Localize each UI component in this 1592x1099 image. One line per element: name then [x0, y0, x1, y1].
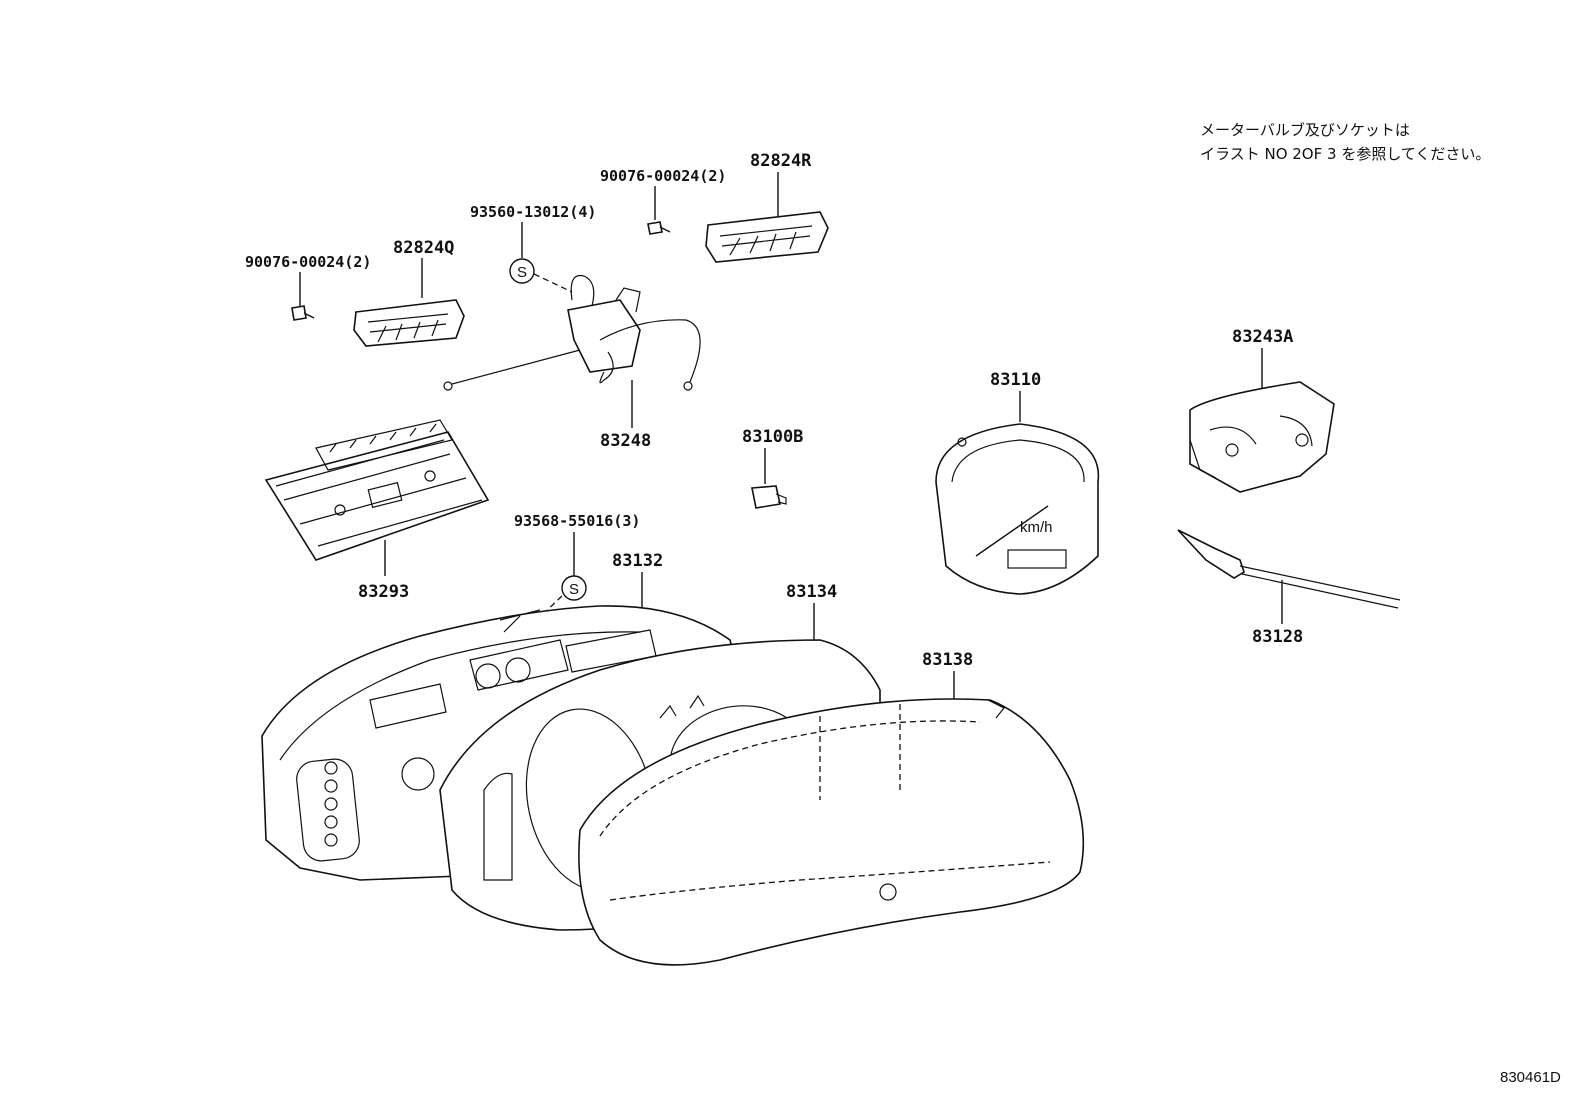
callout-83243A[interactable]: 83243A	[1232, 327, 1293, 347]
part-83138-glass[interactable]	[578, 698, 1085, 966]
callout-83100B[interactable]: 83100B	[742, 427, 803, 447]
part-83248[interactable]	[443, 274, 701, 391]
part-83110-speedometer[interactable]: km/h	[935, 423, 1100, 595]
part-83293[interactable]	[264, 419, 490, 561]
callout-82824R[interactable]: 82824R	[750, 151, 812, 171]
callout-93568[interactable]: 93568-55016(3)	[514, 512, 640, 530]
callout-90076-top[interactable]: 90076-00024(2)	[600, 167, 726, 185]
reference-code: 830461D	[1500, 1069, 1561, 1086]
gauge-unit: km/h	[1020, 519, 1053, 536]
callout-83138[interactable]: 83138	[922, 650, 973, 670]
part-83243A-gauge[interactable]	[1189, 381, 1335, 493]
part-82824Q[interactable]	[353, 299, 465, 347]
callout-83248[interactable]: 83248	[600, 431, 651, 451]
part-82824R[interactable]	[705, 211, 829, 263]
callout-83110[interactable]: 83110	[990, 370, 1041, 390]
part-83100B[interactable]	[751, 485, 787, 509]
callout-83134[interactable]: 83134	[786, 582, 837, 602]
part-83128-sensor[interactable]	[1177, 529, 1401, 609]
note-line-2: イラスト NO 2OF 3 を参照してください。	[1200, 145, 1490, 163]
symbol-s-upper-text: S	[517, 264, 527, 281]
callout-90076-left[interactable]: 90076-00024(2)	[245, 253, 371, 271]
note-line-1: メーターバルブ及びソケットは	[1200, 121, 1410, 139]
callout-83128[interactable]: 83128	[1252, 627, 1303, 647]
symbol-s-upper	[509, 258, 535, 284]
screw-90076-left[interactable]	[291, 305, 315, 321]
symbol-s-lower-text: S	[569, 581, 579, 598]
callout-82824Q[interactable]: 82824Q	[393, 238, 454, 258]
symbol-s-lower	[561, 575, 587, 601]
callout-93560[interactable]: 93560-13012(4)	[470, 203, 596, 221]
screw-90076-top[interactable]	[647, 221, 671, 235]
callout-83132[interactable]: 83132	[612, 551, 663, 571]
callout-83293[interactable]: 83293	[358, 582, 409, 602]
